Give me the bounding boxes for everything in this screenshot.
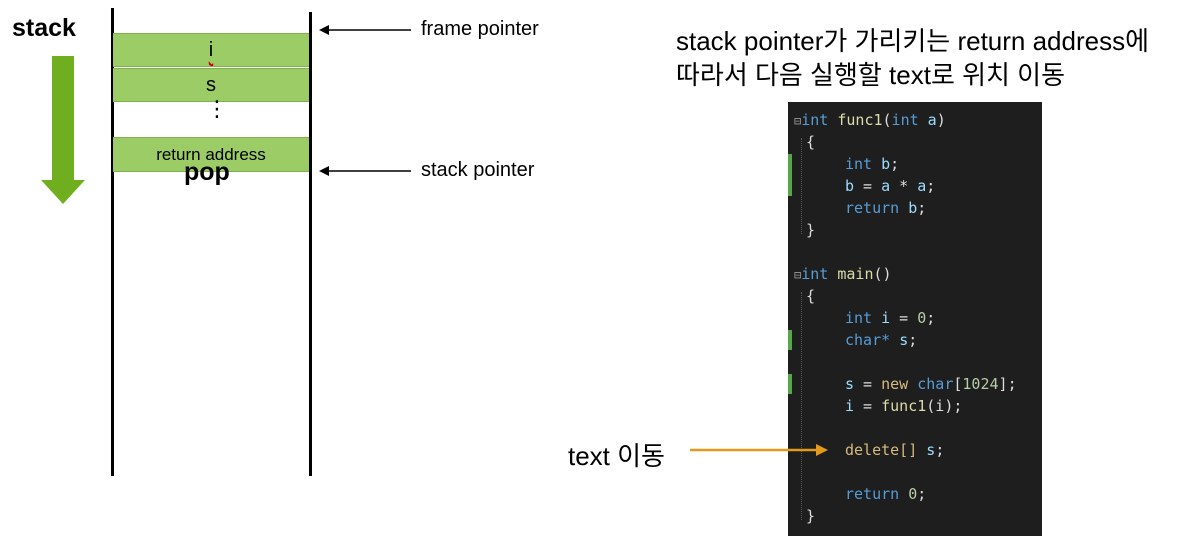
- code-line-brace: {: [806, 133, 816, 151]
- stack-cell-s-label: s: [206, 73, 216, 96]
- code-token: ;: [908, 331, 918, 349]
- code-token: ]: [998, 375, 1008, 393]
- code-line-brace: }: [806, 221, 816, 239]
- code-line-main-6: return 0;: [845, 483, 926, 505]
- description-line-2: 따라서 다음 실행할 text로 위치 이동: [676, 60, 1065, 90]
- code-token: *: [890, 177, 918, 195]
- stack-left-border: [111, 8, 114, 476]
- code-token: (i): [926, 397, 954, 415]
- code-panel: ⊟int func1(int a) { int b; b = a * a; re…: [788, 102, 1042, 536]
- stack-title: stack: [12, 14, 76, 42]
- code-token: [: [953, 375, 963, 393]
- frame-pointer-label: frame pointer: [421, 18, 539, 40]
- code-token: i: [881, 309, 891, 327]
- code-line-func1-signature: ⊟int func1(int a): [794, 109, 946, 131]
- code-line-main-signature: ⊟int main(): [794, 263, 892, 285]
- stack-growth-arrow-icon: [41, 56, 85, 204]
- code-line-main-4: i = func1(i);: [845, 395, 962, 417]
- stack-cell-i: i: [113, 33, 309, 67]
- code-line-main-3: s = new char[1024];: [845, 373, 1017, 395]
- code-token: return: [845, 485, 900, 503]
- description-line-1: stack pointer가 가리키는 return address에: [676, 26, 1150, 56]
- code-token: s: [926, 441, 936, 459]
- indent-guide: [801, 138, 803, 234]
- code-token: ;: [917, 199, 927, 217]
- code-token: int: [845, 155, 873, 173]
- code-token: =: [854, 397, 882, 415]
- code-token: 0: [917, 309, 927, 327]
- code-line-main-5: delete[] s;: [845, 439, 944, 461]
- code-token: char: [917, 375, 954, 393]
- code-line-func1-1: int b;: [845, 153, 899, 175]
- stack-cell-i-label: i: [208, 38, 214, 61]
- code-token: int: [801, 111, 829, 129]
- code-token: a: [927, 111, 937, 129]
- code-token: ;: [926, 309, 936, 327]
- stack-cell-s: s: [113, 68, 309, 102]
- code-token: new: [881, 375, 909, 393]
- text-move-arrow-icon: [690, 444, 828, 456]
- code-token: int: [801, 265, 829, 283]
- stack-pointer-arrow-icon: [319, 166, 411, 176]
- code-token: int: [891, 111, 919, 129]
- code-token: ;: [926, 177, 936, 195]
- code-token: ;: [953, 397, 963, 415]
- change-bar: [788, 330, 792, 350]
- code-token: func1: [837, 111, 883, 129]
- code-token: ;: [1007, 375, 1017, 393]
- code-token: i: [845, 397, 855, 415]
- code-token: 1024: [962, 375, 999, 393]
- change-bar: [788, 154, 792, 196]
- fold-collapse-icon[interactable]: ⊟: [794, 268, 802, 282]
- code-token: return: [845, 199, 900, 217]
- fold-collapse-icon[interactable]: ⊟: [794, 114, 802, 128]
- code-line-main-1: int i = 0;: [845, 307, 935, 329]
- change-bar: [788, 374, 792, 394]
- stack-pointer-label: stack pointer: [421, 159, 535, 181]
- code-token: a: [917, 177, 927, 195]
- code-token: func1: [881, 397, 927, 415]
- code-line-main-2: char* s;: [845, 329, 917, 351]
- code-line-brace: {: [806, 287, 816, 305]
- code-token: b: [908, 199, 918, 217]
- stack-ellipsis: ⋮: [206, 97, 228, 122]
- code-token: (: [882, 111, 892, 129]
- stack-cell-return-address-label: return address: [156, 144, 266, 164]
- code-line-brace: }: [806, 507, 816, 525]
- code-token: ;: [890, 155, 900, 173]
- code-token: =: [854, 177, 882, 195]
- code-line-func1-2: b = a * a;: [845, 175, 935, 197]
- code-token: =: [890, 309, 918, 327]
- code-token: s: [845, 375, 855, 393]
- code-token: delete[]: [845, 441, 918, 459]
- code-token: ;: [935, 441, 945, 459]
- stack-right-border: [309, 12, 312, 476]
- code-token: int: [845, 309, 873, 327]
- pop-label: pop: [184, 158, 230, 186]
- code-token: b: [881, 155, 891, 173]
- code-token: a: [881, 177, 891, 195]
- code-token: char*: [845, 331, 891, 349]
- code-token: 0: [908, 485, 918, 503]
- indent-guide: [801, 292, 803, 520]
- code-token: ): [936, 111, 946, 129]
- code-token: (): [873, 265, 892, 283]
- stack-cell-return-address: return address: [113, 137, 309, 172]
- code-line-func1-3: return b;: [845, 197, 926, 219]
- code-token: main: [837, 265, 874, 283]
- code-token: b: [845, 177, 855, 195]
- code-token: =: [854, 375, 882, 393]
- code-token: ;: [917, 485, 927, 503]
- frame-pointer-arrow-icon: [319, 25, 411, 35]
- code-token: s: [899, 331, 909, 349]
- text-move-label: text 이동: [568, 441, 665, 471]
